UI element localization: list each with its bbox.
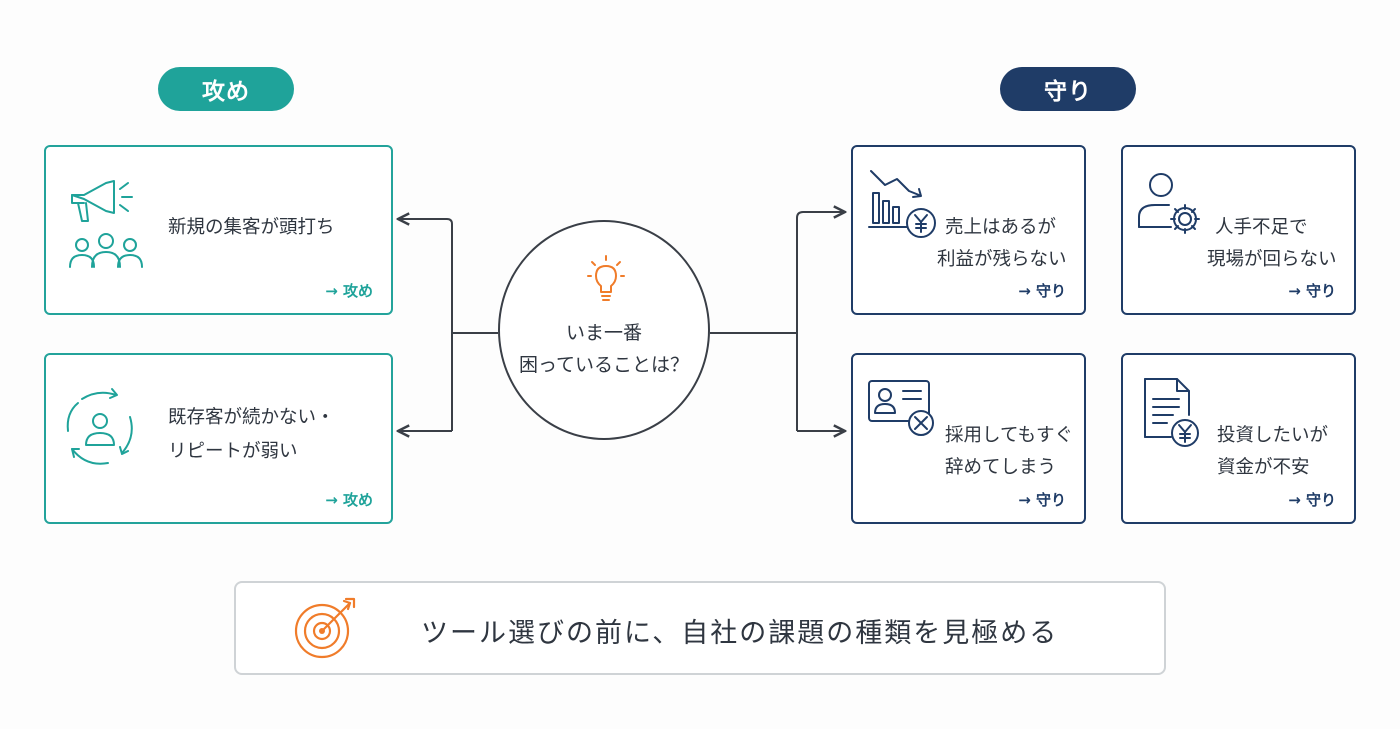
card-new-customers-tag: → 攻め (325, 282, 373, 300)
card-hiring: 採用してもすぐ 辞めてしまう → 守り (851, 353, 1086, 524)
lightbulb-icon (587, 255, 625, 301)
arrow-to-new-customers (398, 219, 453, 224)
card-profit-line1: 売上はあるが (945, 217, 1057, 238)
central-question-line2: 困っていることは？ (518, 354, 690, 376)
card-retention-line1: 既存客が続かない・ (168, 407, 335, 428)
target-arrow-icon (294, 597, 356, 659)
person-gear-icon (1138, 173, 1200, 234)
card-new-customers: 新規の集客が頭打ち → 攻め (44, 145, 393, 315)
attack-label: 攻め (158, 67, 294, 111)
footer-message: ツール選びの前に、自社の課題の種類を見極める (421, 618, 1059, 649)
cycle-person-icon (66, 388, 133, 465)
card-staffing-line2: 現場が回らない (1207, 249, 1337, 270)
card-retention-tag: → 攻め (325, 491, 373, 509)
card-staffing-tag: → 守り (1288, 282, 1336, 300)
arrow-to-profit (796, 212, 845, 218)
card-staffing-line1: 人手不足で (1215, 217, 1308, 238)
card-investment: 投資したいが 資金が不安 → 守り (1121, 353, 1356, 524)
card-staffing: 人手不足で 現場が回らない → 守り (1121, 145, 1356, 315)
card-investment-line2: 資金が不安 (1217, 457, 1310, 478)
card-investment-tag: → 守り (1288, 491, 1336, 509)
document-yen-icon (1144, 378, 1199, 447)
card-hiring-line1: 採用してもすぐ (945, 425, 1074, 446)
footer-message-box: ツール選びの前に、自社の課題の種類を見極める (234, 581, 1166, 675)
card-hiring-line2: 辞めてしまう (945, 457, 1057, 478)
megaphone-people-icon (69, 180, 143, 268)
card-investment-line1: 投資したいが (1217, 425, 1329, 446)
declining-chart-yen-icon (868, 170, 936, 238)
card-profit-line2: 利益が残らない (937, 249, 1067, 270)
id-card-x-icon (868, 380, 934, 436)
card-new-customers-text: 新規の集客が頭打ち (168, 217, 335, 238)
central-question: いま一番 困っていることは？ (498, 220, 710, 440)
central-question-line1: いま一番 (565, 322, 642, 344)
card-retention: 既存客が続かない・ リピートが弱い → 攻め (44, 353, 393, 524)
card-profit: 売上はあるが 利益が残らない → 守り (851, 145, 1086, 315)
card-retention-line2: リピートが弱い (168, 441, 298, 462)
defense-label: 守り (1000, 67, 1136, 111)
card-profit-tag: → 守り (1018, 282, 1066, 300)
card-hiring-tag: → 守り (1018, 491, 1066, 509)
